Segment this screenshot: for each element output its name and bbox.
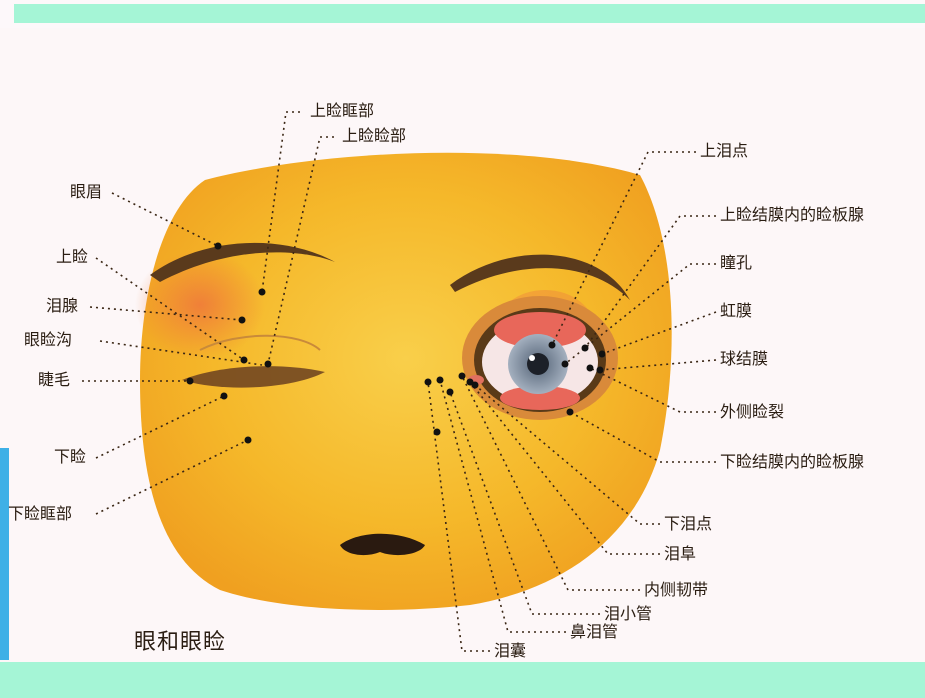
label-nasolacrimal-duct: 鼻泪管	[570, 623, 618, 641]
pupil-highlight	[529, 355, 535, 361]
label-lateral-fissure: 外侧睑裂	[720, 403, 784, 421]
label-upper-punctum: 上泪点	[700, 142, 748, 160]
label-bulbar-conj: 球结膜	[720, 350, 768, 368]
label-lacrimal-sac: 泪囊	[494, 642, 526, 660]
label-medial-ligament: 内侧韧带	[644, 581, 708, 599]
label-pupil: 瞳孔	[720, 254, 752, 272]
figure-caption: 眼和眼睑	[134, 624, 226, 656]
label-caruncle: 泪阜	[664, 545, 696, 563]
label-lid-groove: 眼睑沟	[24, 331, 72, 349]
label-eyelash: 睫毛	[38, 371, 70, 389]
label-lacrimal-gland: 泪腺	[46, 297, 78, 315]
label-canaliculus: 泪小管	[604, 605, 652, 623]
label-eyebrow: 眼眉	[70, 183, 102, 201]
label-iris: 虹膜	[720, 302, 752, 320]
label-upper-tarsal: 上睑睑部	[342, 127, 406, 145]
label-upper-orbital: 上睑眶部	[310, 102, 374, 120]
label-upper-lid: 上睑	[56, 248, 88, 266]
label-lower-meibomian: 下睑结膜内的睑板腺	[720, 453, 864, 471]
label-lower-lid: 下睑	[54, 448, 86, 466]
label-upper-meibomian: 上睑结膜内的睑板腺	[720, 206, 864, 224]
label-lower-punctum: 下泪点	[664, 515, 712, 533]
label-lower-orbital: 下睑眶部	[8, 505, 72, 523]
cheek-blush	[135, 250, 265, 360]
